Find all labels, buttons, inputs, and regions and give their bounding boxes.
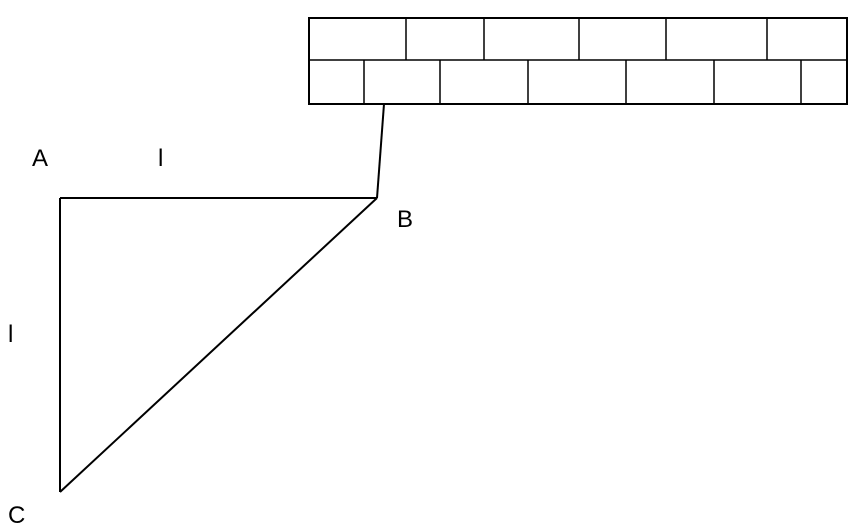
vertex-label-c: C xyxy=(8,502,25,528)
brick-panel-border xyxy=(308,17,848,105)
side-label-ac: l xyxy=(8,321,13,348)
vertex-label-a: A xyxy=(32,145,48,172)
side-bc xyxy=(59,197,378,493)
side-label-ab: l xyxy=(158,145,163,172)
vertex-label-b: B xyxy=(397,206,413,233)
connector-line xyxy=(376,103,385,199)
brick-panel xyxy=(308,17,848,105)
